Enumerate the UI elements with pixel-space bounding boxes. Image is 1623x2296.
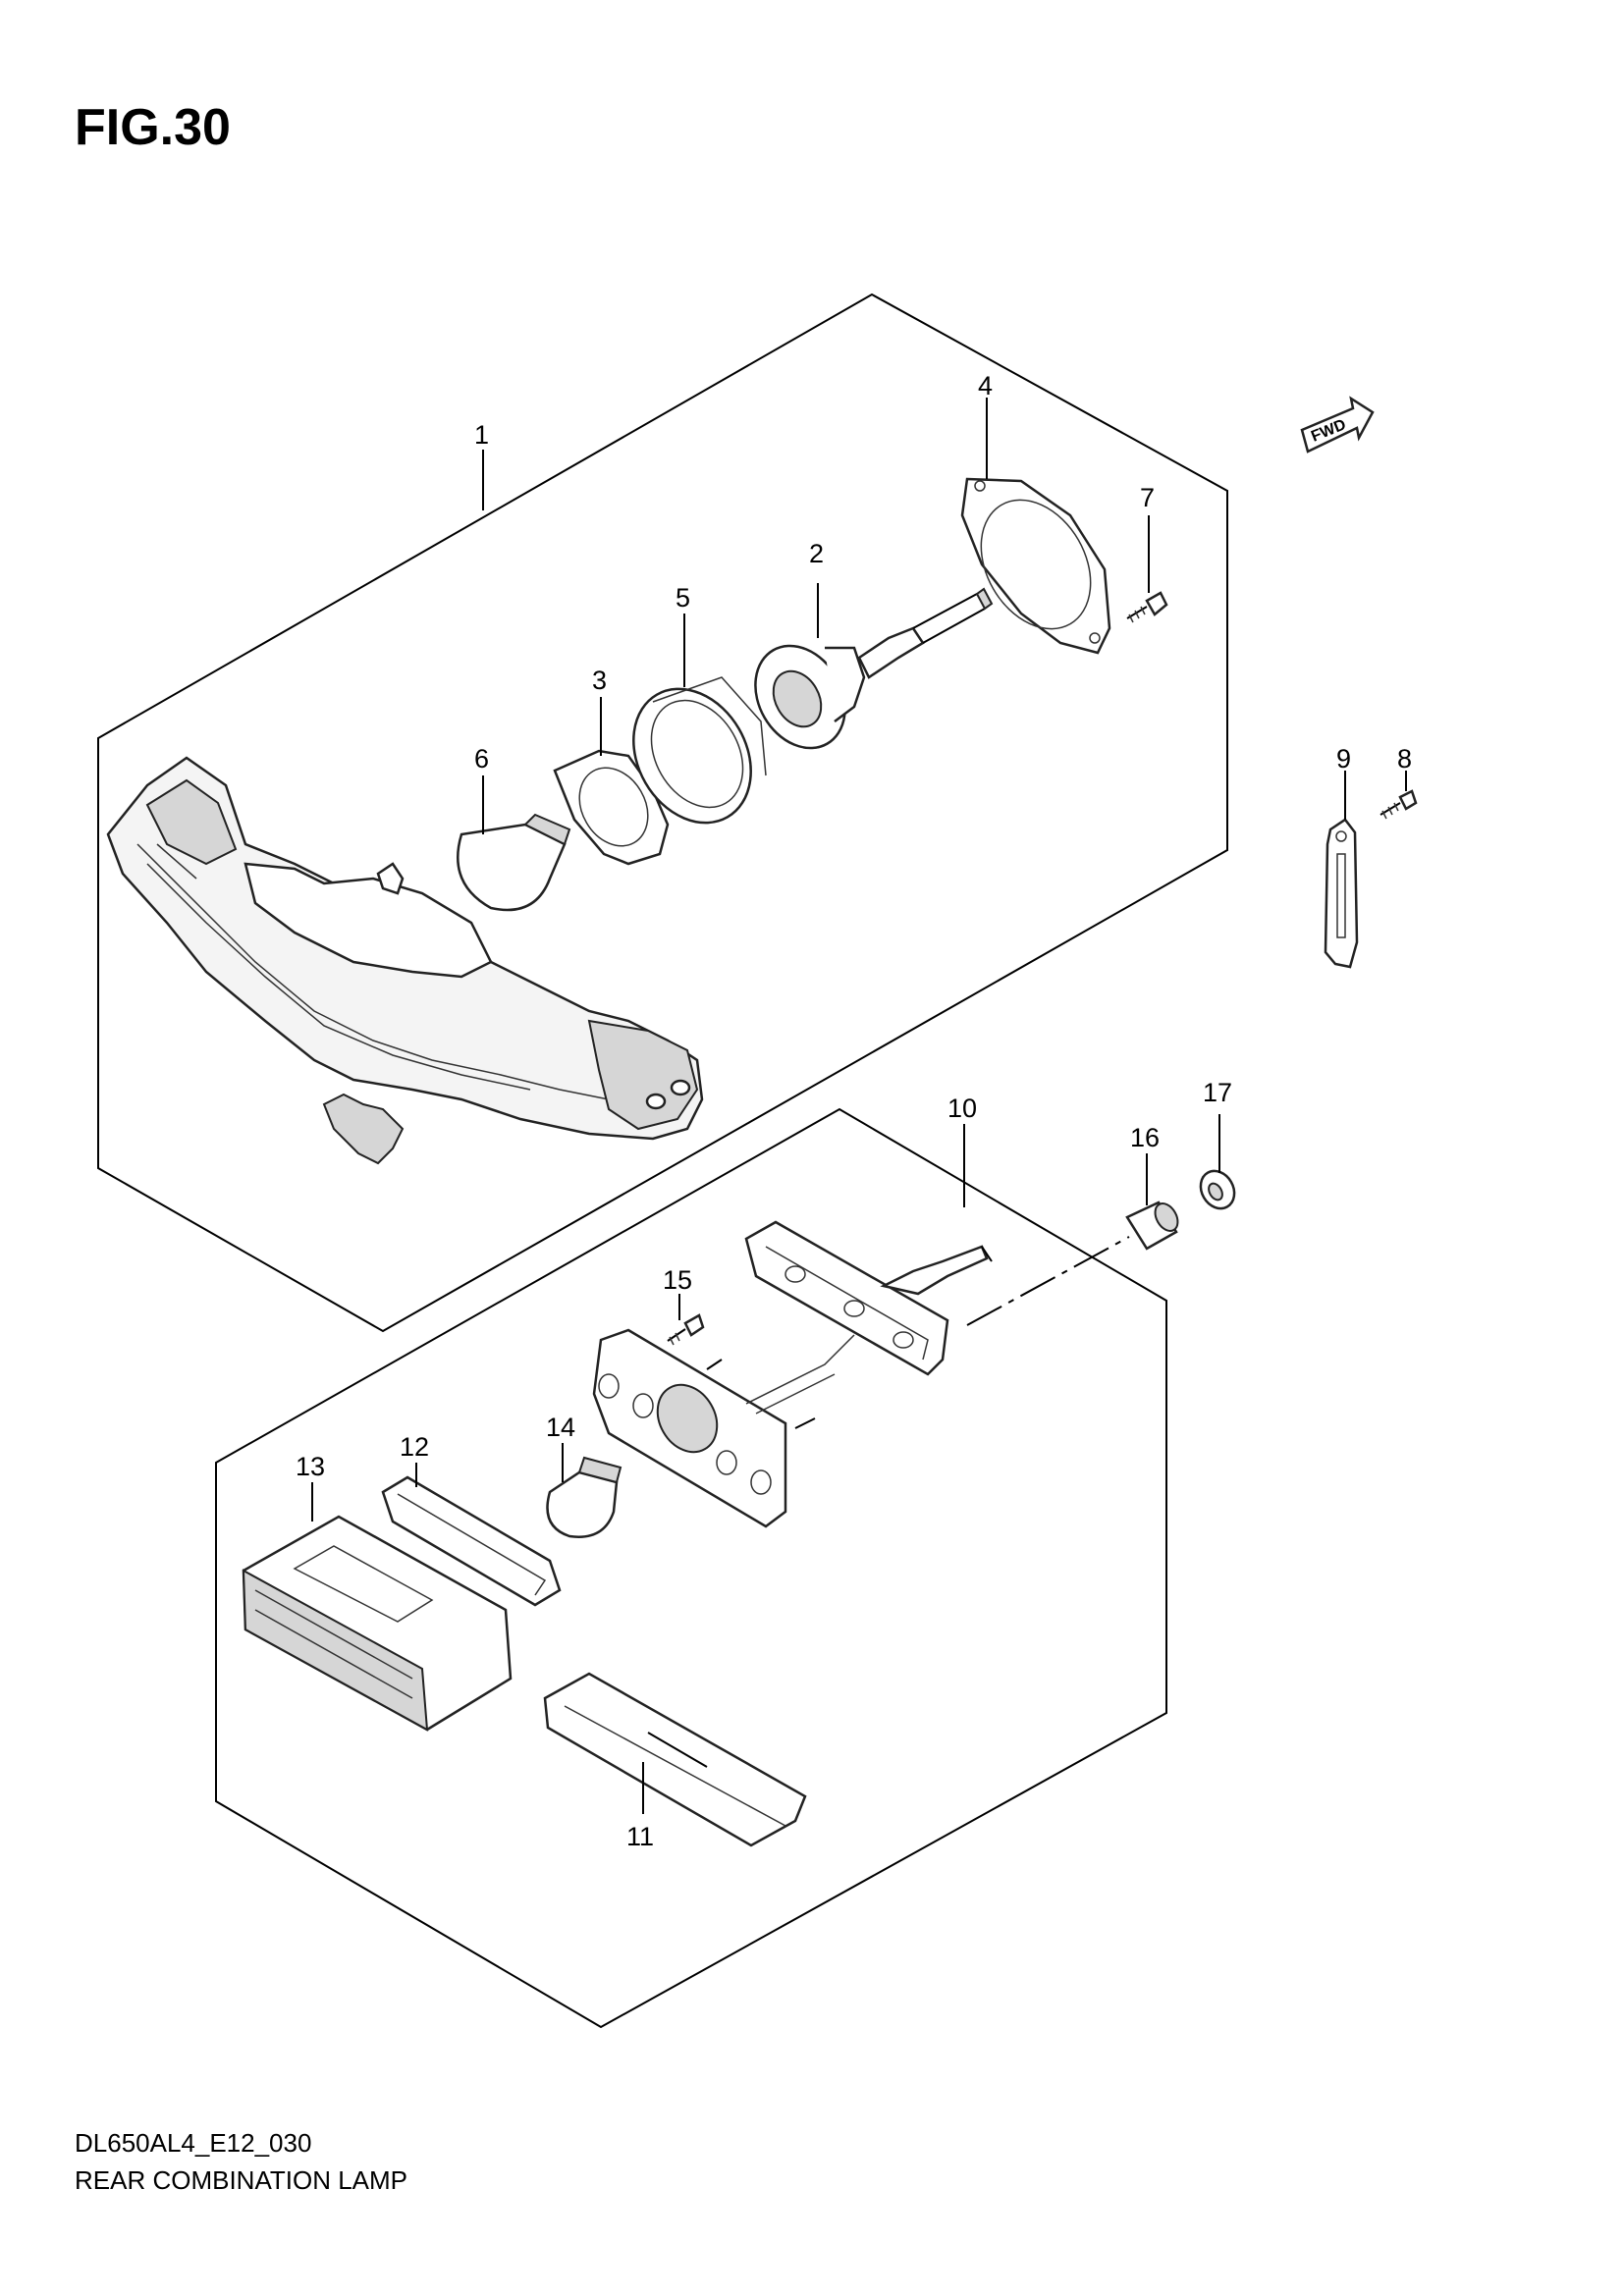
callout-numbers: 1 2 3 4 5 6 7 8 9 10 11 12 13 14 15 16 1… — [296, 371, 1412, 1851]
bulb-socket-2 — [754, 587, 994, 750]
lens-13 — [242, 1515, 513, 1732]
collar-16 — [1125, 1201, 1179, 1251]
assembly-box-lower — [215, 1107, 1167, 2029]
callout-16: 16 — [1130, 1123, 1160, 1152]
callout-13: 13 — [296, 1452, 325, 1481]
screw-15 — [667, 1313, 705, 1346]
license-lamp-base-10 — [744, 1220, 993, 1376]
gasket-12 — [381, 1475, 562, 1607]
bracket-9 — [1324, 818, 1359, 969]
callout-4: 4 — [978, 371, 993, 400]
figure-name: REAR COMBINATION LAMP — [75, 2165, 408, 2195]
bulb-6 — [457, 813, 571, 912]
callout-11: 11 — [626, 1822, 654, 1851]
leader-lines — [311, 398, 1407, 1814]
license-lamp-socket — [592, 1328, 855, 1528]
callout-6: 6 — [474, 744, 489, 774]
figure-code: DL650AL4_E12_030 — [75, 2128, 312, 2158]
callout-10: 10 — [947, 1094, 977, 1123]
lock-ring-3 — [553, 749, 670, 866]
callout-9: 9 — [1336, 744, 1351, 774]
callout-5: 5 — [676, 583, 690, 613]
callout-14: 14 — [546, 1413, 575, 1442]
figure-title: FIG.30 — [75, 99, 231, 156]
callout-8: 8 — [1397, 744, 1412, 774]
screw-7 — [1126, 591, 1168, 623]
fwd-arrow-icon: FWD — [1300, 396, 1375, 454]
gasket-4 — [960, 477, 1111, 655]
callout-12: 12 — [400, 1432, 429, 1462]
reflector-plate-11 — [543, 1672, 807, 1847]
assembly-box-upper — [97, 293, 1228, 1333]
socket-ring-5 — [632, 676, 767, 825]
callout-15: 15 — [663, 1265, 692, 1295]
callout-7: 7 — [1140, 483, 1155, 512]
callout-17: 17 — [1203, 1078, 1232, 1107]
rear-lamp-housing — [106, 756, 704, 1165]
alignment-line — [966, 1236, 1130, 1326]
screw-8 — [1380, 789, 1418, 820]
bulb-14 — [546, 1456, 622, 1538]
callout-1: 1 — [474, 420, 489, 450]
grommet-17 — [1199, 1169, 1236, 1210]
callout-3: 3 — [592, 666, 607, 695]
callout-2: 2 — [809, 539, 824, 568]
